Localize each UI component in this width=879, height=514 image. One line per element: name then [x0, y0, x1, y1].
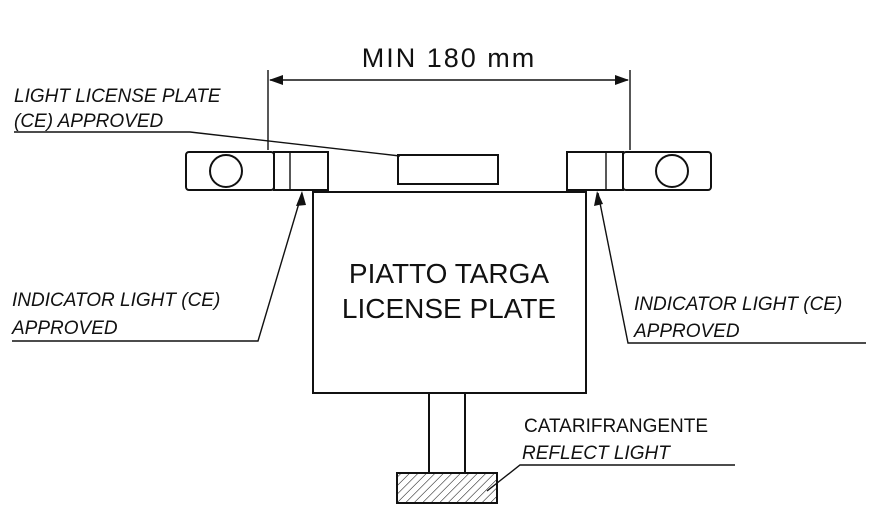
license-light-callout: LIGHT LICENSE PLATE (CE) APPROVED [14, 86, 401, 157]
plate-label-line2: LICENSE PLATE [342, 293, 556, 324]
indicator-right-leader-arrow [594, 191, 603, 206]
indicator-left-lens [209, 154, 243, 188]
license-light-label-line2: (CE) APPROVED [14, 111, 163, 132]
reflector [396, 472, 498, 504]
indicator-left-mount [273, 151, 329, 191]
reflector-callout: CATARIFRANGENTE REFLECT LIGHT [486, 416, 735, 492]
indicator-left-leader-arrow [296, 191, 306, 206]
license-light-leader [14, 131, 401, 157]
mounting-post [428, 392, 466, 474]
indicator-right-leader [597, 192, 866, 344]
license-light-label-line1: LIGHT LICENSE PLATE [14, 86, 221, 107]
indicator-left-callout: INDICATOR LIGHT (CE) APPROVED [11, 191, 306, 342]
indicator-right-housing [622, 151, 712, 191]
indicator-left-label-line1: INDICATOR LIGHT (CE) [12, 290, 220, 311]
indicator-left-leader [12, 192, 303, 342]
reflector-leader [486, 464, 735, 492]
indicator-right-mount [566, 151, 624, 191]
license-plate-body: PIATTO TARGA LICENSE PLATE [312, 191, 587, 394]
reflector-label-line1: CATARIFRANGENTE [524, 416, 708, 437]
reflector-label-line2: REFLECT LIGHT [522, 443, 671, 464]
dimension-label: MIN 180 mm [362, 43, 537, 73]
indicator-right-lens [655, 154, 689, 188]
indicator-left-label-line2: APPROVED [11, 318, 118, 339]
indicator-left-housing [185, 151, 275, 191]
indicator-right-callout: INDICATOR LIGHT (CE) APPROVED [594, 191, 866, 344]
dimension-line: MIN 180 mm [267, 43, 631, 150]
indicator-right-label-line2: APPROVED [633, 321, 740, 342]
indicator-right-label-line1: INDICATOR LIGHT (CE) [634, 294, 842, 315]
license-plate-light [397, 154, 499, 185]
indicator-left [185, 151, 329, 191]
indicator-right [566, 151, 712, 191]
plate-label-line1: PIATTO TARGA [349, 258, 550, 289]
